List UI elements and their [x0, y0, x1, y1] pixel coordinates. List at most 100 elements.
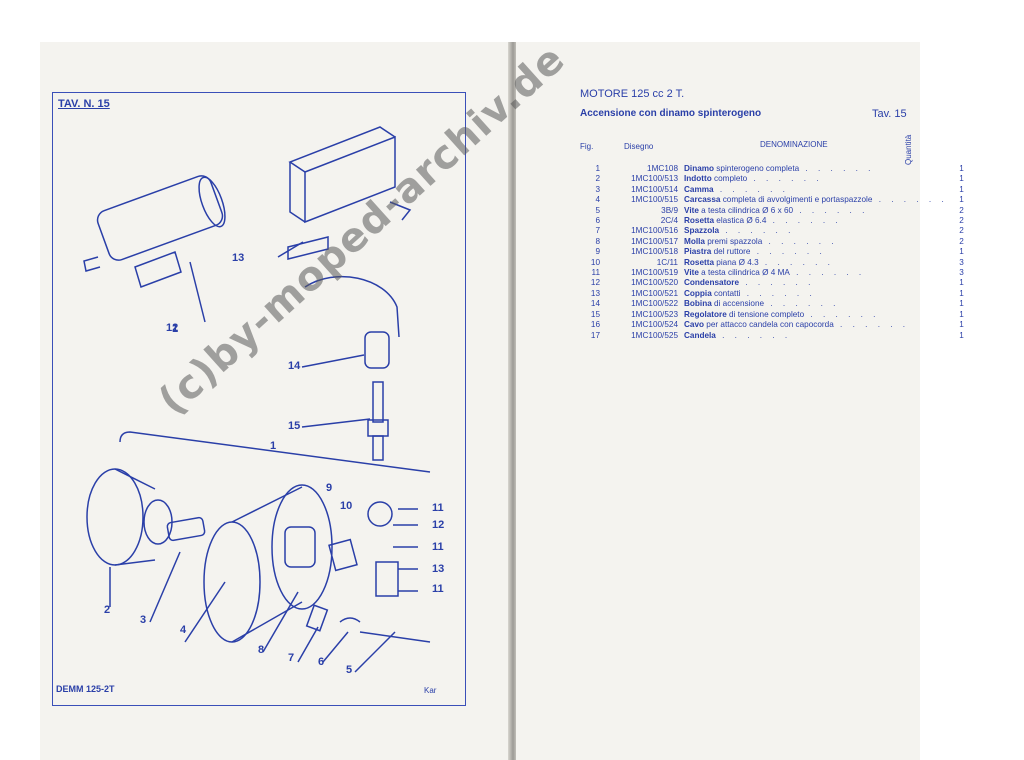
table-row: 12 1MC100/520 Condensatore . . . . . . 1: [574, 278, 964, 288]
exploded-diagram: [83, 126, 431, 673]
row-qty: 2: [959, 216, 964, 226]
row-qty: 2: [959, 226, 964, 236]
row-code: 1MC100/520: [631, 278, 678, 288]
header-disegno: Disegno: [624, 142, 654, 151]
row-part-name: Dinamo: [684, 164, 715, 173]
table-row: 7 1MC100/516 Spazzola . . . . . . 2: [574, 226, 964, 236]
row-description: Vite a testa cilindrica Ø 4 MA . . . . .…: [684, 268, 948, 278]
row-qty: 1: [959, 288, 964, 298]
row-code: 3B/9: [661, 205, 678, 215]
row-part-name: Carcassa: [684, 195, 721, 205]
row-part-name: Molla: [684, 236, 705, 246]
row-code: 1MC100/517: [631, 236, 678, 246]
row-description: Rosetta piana Ø 4.3 . . . . . .: [684, 258, 948, 268]
row-description: Candela . . . . . .: [684, 331, 948, 341]
row-leader-dots: . . . . . .: [758, 257, 834, 267]
row-leader-dots: . . . . . .: [764, 299, 840, 309]
row-code: 1MC100/516: [631, 226, 678, 236]
row-qty: 2: [959, 236, 964, 246]
row-qty: 1: [959, 184, 964, 194]
diagram-callouts: 1: [172, 323, 178, 335]
row-part-name: Condensatore: [684, 278, 740, 288]
signature: Kar: [424, 686, 437, 695]
row-fig: 2: [595, 174, 600, 184]
callout-4: 4: [180, 624, 187, 636]
row-part-name: Spazzola: [684, 226, 720, 236]
row-description: Condensatore . . . . . .: [684, 278, 948, 288]
plate-number: Tav. 15: [872, 108, 907, 120]
row-code: 1C/11: [656, 257, 678, 267]
screw-drawing: [359, 631, 431, 643]
row-part-name: Vite: [684, 205, 699, 215]
right-page: [516, 42, 920, 760]
row-fig: 11: [591, 268, 601, 278]
condenser-drawing: [367, 501, 393, 527]
row-part-detail: elastica Ø 6.4: [714, 216, 767, 226]
ignition-coil-drawing: [83, 175, 226, 288]
row-qty: 1: [959, 164, 964, 173]
row-part-detail: completo: [711, 174, 748, 184]
row-leader-dots: . . . . . .: [719, 226, 795, 236]
row-fig: 7: [595, 226, 600, 236]
callout-10: 10: [340, 500, 353, 512]
row-code: 1MC100/522: [631, 299, 678, 309]
row-part-name: Rosetta: [684, 216, 715, 226]
row-fig: 8: [595, 236, 600, 246]
spring-drawing: [339, 617, 361, 623]
footer-code: DEMM 125-2T: [56, 684, 115, 694]
row-description: Indotto completo . . . . . .: [684, 174, 948, 184]
row-part-detail: del ruttore: [711, 247, 751, 257]
row-description: Camma . . . . . .: [684, 185, 948, 195]
row-code: 1MC100/521: [631, 288, 678, 298]
row-leader-dots: . . . . . .: [739, 278, 815, 288]
row-qty: 1: [959, 320, 964, 330]
row-code: 1MC100/514: [631, 184, 678, 194]
row-part-detail: piana Ø 4.3: [714, 257, 759, 267]
row-code: 1MC100/525: [631, 330, 678, 340]
housing-drawing: [203, 484, 333, 643]
row-part-name: Regolatore: [684, 309, 727, 319]
row-code: 1MC100/513: [631, 174, 678, 184]
callout-11b: 11: [432, 541, 444, 553]
row-leader-dots: . . . . . .: [799, 164, 875, 173]
row-qty: 1: [959, 278, 964, 288]
page-title: MOTORE 125 cc 2 T.: [580, 88, 685, 100]
header-quantita: Quantità: [904, 134, 913, 165]
callout-3: 3: [140, 614, 147, 626]
row-leader-dots: . . . . . .: [750, 247, 826, 257]
row-fig: 5: [595, 205, 600, 215]
row-fig: 12: [590, 278, 600, 288]
row-leader-dots: . . . . . .: [804, 309, 880, 319]
row-leader-dots: . . . . . .: [713, 184, 789, 194]
row-description: Spazzola . . . . . .: [684, 226, 948, 236]
callout-14: 12: [166, 322, 179, 334]
row-description: Cavo per attacco candela con capocorda .…: [684, 320, 948, 330]
row-fig: 3: [595, 184, 600, 194]
row-qty: 1: [959, 195, 964, 205]
spark-plug-cable-drawing: [304, 275, 400, 369]
row-part-detail: di tensione completo: [726, 309, 805, 319]
row-fig: 13: [590, 288, 600, 298]
callout-15: 13: [232, 252, 245, 264]
row-qty: 1: [959, 299, 964, 309]
row-code: 1MC100/519: [631, 268, 678, 278]
row-qty: 3: [959, 257, 964, 267]
row-code: 1MC100/518: [631, 247, 678, 257]
table-row: 11 1MC100/519 Vite a testa cilindrica Ø 4 …: [574, 268, 964, 278]
row-leader-dots: . . . . . .: [715, 330, 792, 340]
contacts-drawing: [375, 561, 399, 597]
callout-13: 13: [432, 563, 445, 575]
row-code: 1MC100/524: [631, 320, 678, 330]
row-code: 2C/4: [660, 216, 678, 226]
row-fig: 10: [590, 257, 600, 267]
row-part-name: Candela: [684, 330, 716, 340]
cam-drawing: [166, 516, 206, 542]
row-fig: 1: [595, 164, 600, 173]
spark-plug-drawing: [367, 381, 389, 461]
callout-8: 8: [258, 644, 265, 656]
